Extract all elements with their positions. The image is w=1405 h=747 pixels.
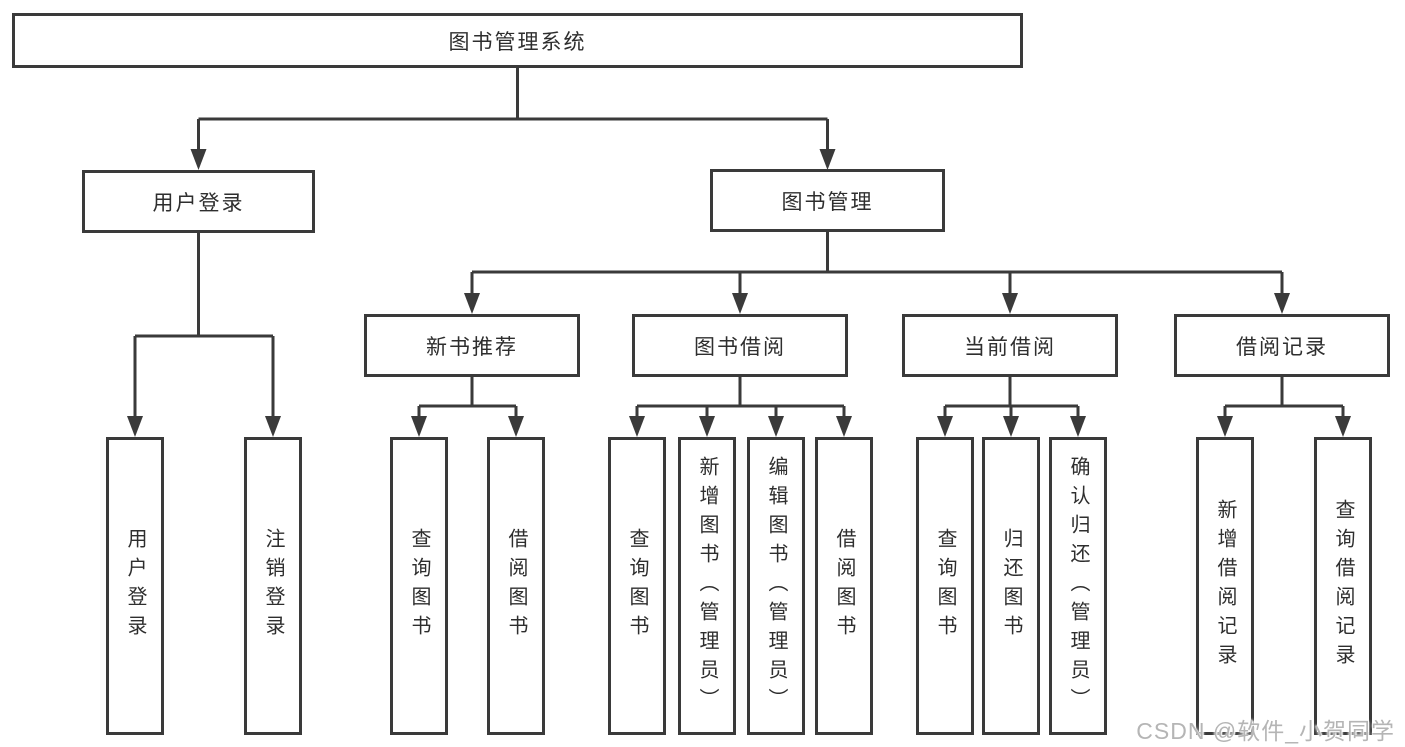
leaf-records-add-record: 新增借阅记录	[1196, 437, 1254, 735]
leaf-records-add-record-label: 新增借阅记录	[1214, 499, 1236, 673]
node-new-book-recommend-label: 新书推荐	[426, 335, 518, 359]
leaf-borrowing-edit-books-admin: 编辑图书（管理员）	[747, 437, 805, 735]
arrowheads	[127, 149, 1351, 437]
leaf-user-login-label: 用户登录	[124, 528, 146, 644]
leaf-current-return-books: 归还图书	[982, 437, 1040, 735]
node-current-borrowing-label: 当前借阅	[964, 335, 1056, 359]
node-user-login-label: 用户登录	[152, 191, 245, 215]
leaf-recommend-query-books: 查询图书	[390, 437, 448, 735]
leaf-borrowing-edit-books-admin-label: 编辑图书（管理员）	[765, 455, 787, 717]
leaf-records-query-record-label: 查询借阅记录	[1332, 499, 1354, 673]
node-book-borrowing: 图书借阅	[632, 314, 848, 377]
leaf-user-login: 用户登录	[106, 437, 164, 735]
node-book-management: 图书管理	[710, 169, 945, 232]
leaf-current-confirm-return-admin: 确认归还（管理员）	[1049, 437, 1107, 735]
leaf-records-query-record: 查询借阅记录	[1314, 437, 1372, 735]
leaf-borrowing-borrow-books-label: 借阅图书	[833, 528, 855, 644]
leaf-recommend-borrow-books: 借阅图书	[487, 437, 545, 735]
node-current-borrowing: 当前借阅	[902, 314, 1118, 377]
node-new-book-recommend: 新书推荐	[364, 314, 580, 377]
node-root-label: 图书管理系统	[448, 30, 587, 54]
leaf-borrowing-borrow-books: 借阅图书	[815, 437, 873, 735]
leaf-current-query-books: 查询图书	[916, 437, 974, 735]
leaf-borrowing-query-books-label: 查询图书	[626, 528, 648, 644]
node-user-login: 用户登录	[82, 170, 315, 233]
leaf-logout: 注销登录	[244, 437, 302, 735]
leaf-current-query-books-label: 查询图书	[934, 528, 956, 644]
leaf-logout-label: 注销登录	[262, 528, 284, 644]
node-borrowing-records: 借阅记录	[1174, 314, 1390, 377]
leaf-current-confirm-return-admin-label: 确认归还（管理员）	[1067, 455, 1089, 717]
leaf-recommend-query-books-label: 查询图书	[408, 528, 430, 644]
leaf-borrowing-add-books-admin: 新增图书（管理员）	[678, 437, 736, 735]
node-borrowing-records-label: 借阅记录	[1236, 335, 1328, 359]
leaf-current-return-books-label: 归还图书	[1000, 528, 1022, 644]
leaf-borrowing-query-books: 查询图书	[608, 437, 666, 735]
node-book-borrowing-label: 图书借阅	[694, 335, 786, 359]
tree-edges	[133, 68, 1345, 418]
leaf-borrowing-add-books-admin-label: 新增图书（管理员）	[696, 455, 718, 717]
leaf-recommend-borrow-books-label: 借阅图书	[505, 528, 527, 644]
node-book-management-label: 图书管理	[781, 190, 874, 214]
node-root: 图书管理系统	[12, 13, 1023, 68]
watermark: CSDN @软件_小贺同学	[1136, 718, 1395, 744]
